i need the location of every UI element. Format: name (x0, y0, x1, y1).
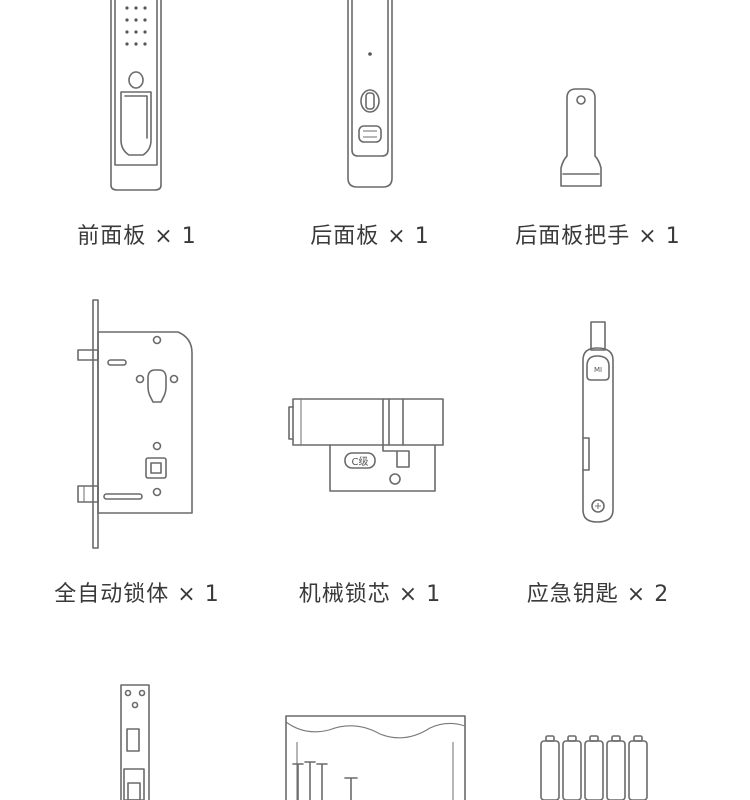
screw-bag-illustration (285, 712, 470, 800)
front-panel-drawing (110, 0, 162, 191)
rear-panel-drawing (347, 0, 393, 188)
strike-plate-illustration (118, 684, 158, 800)
front-panel-illustration (105, 0, 165, 195)
lock-cylinder-illustration: C级 (285, 395, 450, 495)
key-logo-text: MI (594, 366, 602, 374)
strike-plate-drawing (120, 684, 150, 800)
lock-body-illustration (70, 298, 200, 553)
lock-body-caption: 全自动锁体 × 1 (12, 576, 262, 608)
lock-body-qty: × 1 (177, 582, 220, 607)
front-panel-qty: × 1 (154, 224, 197, 249)
batteries-drawing (540, 735, 648, 800)
emergency-key-drawing: MI (582, 321, 614, 523)
cylinder-grade-label: C级 (352, 456, 369, 468)
rear-handle-caption: 后面板把手 × 1 (473, 218, 723, 250)
rear-handle-label: 后面板把手 (515, 224, 631, 249)
lock-cylinder-qty: × 1 (398, 582, 442, 607)
screw-bag-drawing (285, 715, 466, 800)
front-panel-label: 前面板 (77, 224, 147, 249)
emergency-key-caption: 应急钥匙 × 2 (473, 576, 723, 608)
rear-panel-label: 后面板 (310, 224, 380, 249)
emergency-key-illustration: MI (577, 320, 627, 525)
rear-panel-qty: × 1 (387, 224, 430, 249)
lock-cylinder-label: 机械锁芯 (298, 582, 391, 607)
lock-cylinder-drawing: C级 (288, 398, 444, 492)
rear-handle-illustration (555, 88, 615, 188)
lock-body-label: 全自动锁体 (54, 582, 170, 607)
emergency-key-label: 应急钥匙 (526, 582, 619, 607)
emergency-key-qty: × 2 (626, 582, 670, 607)
lock-cylinder-caption: 机械锁芯 × 1 (245, 576, 495, 608)
rear-panel-caption: 后面板 × 1 (245, 218, 495, 250)
batteries-illustration (535, 735, 655, 800)
front-panel-caption: 前面板 × 1 (12, 218, 262, 250)
rear-handle-drawing (560, 88, 602, 187)
rear-handle-qty: × 1 (638, 224, 681, 249)
rear-panel-illustration (345, 0, 405, 195)
lock-body-drawing (77, 299, 193, 549)
